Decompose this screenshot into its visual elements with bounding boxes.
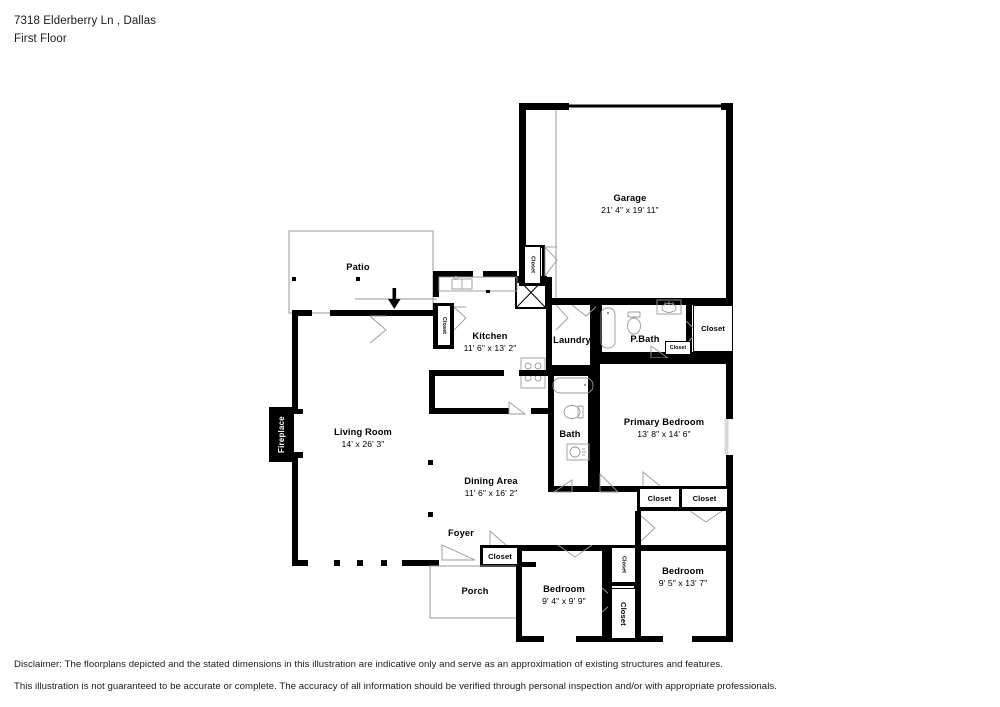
disclaimer-line-2: This illustration is not guaranteed to b…: [14, 681, 777, 692]
powder-bath-walls: [596, 299, 699, 359]
primary-bedroom-walls: [594, 358, 733, 493]
closet-label-pbath-hall: Closet: [693, 305, 733, 352]
fireplace-block: Fireplace: [269, 407, 294, 462]
living-room-walls: [292, 310, 476, 566]
floor-label: First Floor: [14, 33, 67, 45]
disclaimer-line-1: Disclaimer: The floorplans depicted and …: [14, 659, 723, 670]
vanity-sink-icon: [566, 443, 590, 461]
vanity-sink-icon: [656, 299, 682, 315]
closet-label-primary-right: Closet: [681, 488, 728, 508]
bedroom-2-walls: [635, 511, 733, 642]
plan-header: 7318 Elderberry Ln , Dallas First Floor: [14, 12, 614, 48]
down-arrow-icon: [388, 288, 401, 309]
toilet-icon: [627, 311, 641, 335]
closet-label-bedroom-lower: Closet: [611, 588, 636, 639]
sink-icon: [451, 275, 473, 290]
bedroom-3-walls: [516, 544, 617, 642]
bathtub-icon: [600, 307, 616, 349]
porch-outline: [429, 565, 519, 619]
closet-label-primary-left: Closet: [639, 488, 680, 508]
garage-outline: [519, 103, 733, 305]
closet-label-pbath-inner: Closet: [665, 341, 691, 355]
plan-disclaimer: Disclaimer: The floorplans depicted and …: [14, 654, 984, 698]
bathtub-icon: [552, 377, 594, 394]
closet-label-garage: Closet: [524, 246, 541, 284]
toilet-icon: [563, 405, 584, 419]
closet-label-kitchen: Closet: [437, 305, 451, 346]
closet-label-foyer: Closet: [482, 547, 518, 565]
laundry-walls: [552, 299, 599, 371]
bath-walls: [548, 370, 594, 493]
patio-outline: [288, 230, 437, 314]
closet-label-bedroom-upper: Closet: [611, 547, 636, 583]
property-address: 7318 Elderberry Ln , Dallas: [14, 15, 157, 27]
